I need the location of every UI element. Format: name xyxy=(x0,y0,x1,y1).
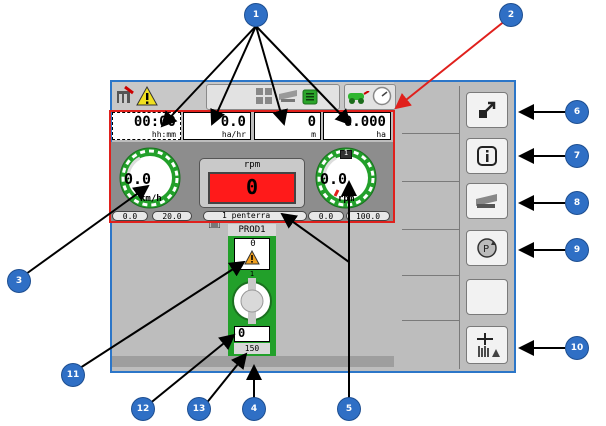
highlight-frame xyxy=(109,110,395,223)
divider xyxy=(402,320,460,321)
tractor-icon[interactable] xyxy=(346,90,370,104)
callout-13: 13 xyxy=(188,398,210,420)
rpm-channel-badge xyxy=(340,150,352,159)
callout-8: 8 xyxy=(566,192,588,214)
pto-rotation-icon: P xyxy=(477,238,497,258)
rpm-gauge-max: 100.0 xyxy=(346,211,390,221)
product-top-value: 0 xyxy=(250,239,256,249)
callout-11: 11 xyxy=(62,364,84,386)
implement-pill[interactable] xyxy=(203,211,307,221)
callout-6: 6 xyxy=(566,101,588,123)
implement-edit-icon[interactable] xyxy=(115,85,135,107)
seed-meter-icon xyxy=(230,278,274,324)
product-name: PROD1 xyxy=(228,224,276,236)
ground-speed-max: 20.0 xyxy=(152,211,192,221)
distance-unit: m xyxy=(311,130,316,139)
sensor-index: 1 xyxy=(249,270,255,278)
planting-settings-button[interactable] xyxy=(466,326,508,364)
callout-3: 3 xyxy=(8,270,30,292)
callout-12: 12 xyxy=(132,398,154,420)
expand-icon xyxy=(479,101,496,118)
product-bottom-value: 0 xyxy=(238,326,246,340)
implement-button[interactable] xyxy=(466,183,508,219)
info-icon xyxy=(477,146,497,166)
tank-icon[interactable] xyxy=(302,87,318,105)
side-divider xyxy=(459,86,460,369)
divider xyxy=(402,229,460,230)
product-warning-icon xyxy=(244,249,260,266)
info-button[interactable] xyxy=(466,138,508,174)
area-value: 0.000 xyxy=(343,114,386,130)
rpm-display-value: 0 xyxy=(245,175,259,199)
ground-speed-value: 0.0 xyxy=(124,170,152,188)
side-menu xyxy=(398,82,514,371)
divider xyxy=(402,133,460,134)
callout-5: 5 xyxy=(338,398,360,420)
callout-7: 7 xyxy=(566,145,588,167)
rpm-gauge-value: 0.0 xyxy=(320,170,348,188)
rpm-gauge-unit: rpm xyxy=(338,194,355,204)
speed-gauge-icon[interactable] xyxy=(372,86,392,106)
rpm-channel-number: 1 xyxy=(343,149,349,157)
elapsed-time-unit: hh:mm xyxy=(151,130,176,139)
bottom-bar xyxy=(112,356,394,367)
ground-speed-unit: km/h xyxy=(140,194,162,204)
callout-4: 4 xyxy=(243,398,265,420)
area-cell[interactable]: 0.000 ha xyxy=(323,112,391,140)
section-grid-icon[interactable] xyxy=(256,88,272,104)
divider xyxy=(402,275,460,276)
callout-10: 10 xyxy=(566,337,588,359)
distance-cell[interactable]: 0 m xyxy=(254,112,321,140)
implement-icon xyxy=(476,194,497,208)
planting-settings-icon xyxy=(477,333,500,357)
expand-button[interactable] xyxy=(466,92,508,128)
rpm-gauge-min: 0.0 xyxy=(308,211,344,221)
warning-icon[interactable] xyxy=(136,85,158,107)
svg-text:P: P xyxy=(483,244,489,255)
work-rate-value: 0.0 xyxy=(220,114,246,130)
ground-speed-min: 0.0 xyxy=(112,211,148,221)
planter-icon[interactable] xyxy=(278,88,298,104)
implement-name: 1 penterra xyxy=(222,211,271,220)
pto-button[interactable]: P xyxy=(466,230,508,266)
callout-2: 2 xyxy=(500,4,522,26)
rpm-display-box xyxy=(208,172,296,204)
area-unit: ha xyxy=(376,130,386,139)
callout-1: 1 xyxy=(245,4,267,26)
distance-value: 0 xyxy=(307,114,316,130)
rpm-gauge[interactable] xyxy=(314,146,378,210)
divider xyxy=(402,181,460,182)
callout-9: 9 xyxy=(566,239,588,261)
empty-button[interactable] xyxy=(466,279,508,315)
rpm-display-title: rpm xyxy=(243,160,261,170)
product-bottom-limit: 150 xyxy=(234,343,270,354)
work-rate-unit: ha/hr xyxy=(221,130,246,139)
